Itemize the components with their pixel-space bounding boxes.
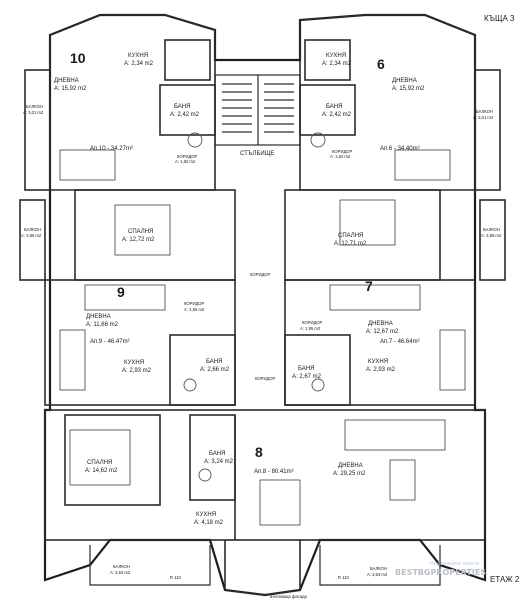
balc6-area: А: 3,01 m2 bbox=[473, 115, 494, 120]
apt-total-10: Ап.10 - 34.27m² bbox=[90, 146, 133, 152]
balc6-name: БАЛКОН bbox=[476, 109, 493, 114]
apt-total-9: Ап.9 - 46.47m² bbox=[90, 339, 130, 345]
apt-total-8: Ап.8 - 80.41m² bbox=[254, 469, 294, 475]
balc10-area: А: 3,01 m2 bbox=[23, 110, 44, 115]
kitchen10-area: А: 2,34 m2 bbox=[124, 61, 154, 67]
bath7-area: А: 2,67 m2 bbox=[292, 374, 322, 380]
balc9-name: БАЛКОН bbox=[24, 227, 41, 232]
balc8b-name: БАЛКОН bbox=[370, 566, 387, 571]
corr6-name: КОРИДОР bbox=[332, 149, 353, 154]
house-title: КЪЩА 3 bbox=[484, 14, 515, 23]
bed7-area: А: 12,71 m2 bbox=[334, 241, 367, 247]
living8-area: А: 29,25 m2 bbox=[333, 471, 366, 477]
kitchen9-name: КУХНЯ bbox=[124, 360, 144, 366]
balc8b-area: А: 3,63 m2 bbox=[367, 572, 388, 577]
apt-number-6: 6 bbox=[377, 56, 385, 72]
living7-area: А: 12,67 m2 bbox=[366, 329, 399, 335]
apt10-walls bbox=[24, 14, 216, 191]
apt8-walls bbox=[44, 409, 486, 596]
bed7-name: СПАЛНЯ bbox=[338, 233, 363, 239]
corr9-name: КОРИДОР bbox=[184, 301, 205, 306]
corr7-name: КОРИДОР bbox=[302, 320, 323, 325]
living6-name: ДНЕВНА bbox=[392, 78, 417, 84]
living10-name: ДНЕВНА bbox=[54, 78, 79, 84]
corr6-area: А: 1,82 m2 bbox=[330, 154, 351, 159]
apt-total-6: Ап.6 - 34.40m² bbox=[380, 146, 420, 152]
balc7-area: А: 3,86 m2 bbox=[481, 233, 502, 238]
kitchen7-name: КУХНЯ bbox=[368, 359, 388, 365]
kitchen6-name: КУХНЯ bbox=[326, 53, 346, 59]
floor-label: ЕТАЖ 2 bbox=[490, 575, 520, 584]
house-outline bbox=[43, 13, 487, 597]
kitchen8-name: КУХНЯ bbox=[196, 512, 216, 518]
bed8-name: СПАЛНЯ bbox=[87, 460, 112, 466]
corr10-area: А: 1,82 m2 bbox=[175, 159, 196, 164]
corridor-label-bottom: КОРИДОР bbox=[255, 376, 276, 381]
corr9-area: А: 2,55 m2 bbox=[184, 307, 205, 312]
kitchen6-area: А: 2,34 m2 bbox=[322, 61, 352, 67]
kitchen8-area: А: 4,18 m2 bbox=[194, 520, 224, 526]
bath6-name: БАНЯ bbox=[326, 104, 342, 110]
furniture bbox=[59, 132, 466, 526]
bed8-area: А: 14,62 m2 bbox=[85, 468, 118, 474]
bath8-name: БАНЯ bbox=[209, 451, 225, 457]
living7-name: ДНЕВНА bbox=[368, 321, 393, 327]
rail-label-right: R 110 bbox=[338, 575, 350, 580]
corridor-label-top: КОРИДОР bbox=[250, 272, 271, 277]
kitchen10-name: КУХНЯ bbox=[128, 53, 148, 59]
apt-number-10: 10 bbox=[70, 50, 86, 66]
bed9-area: А: 12,72 m2 bbox=[122, 237, 155, 243]
apt-number-7: 7 bbox=[365, 278, 373, 294]
bed9-name: СПАЛНЯ bbox=[128, 229, 153, 235]
living9-name: ДНЕВНА bbox=[86, 314, 111, 320]
corr10-name: КОРИДОР bbox=[177, 154, 198, 159]
living6-area: А: 15,92 m2 bbox=[392, 86, 425, 92]
apt6-walls bbox=[299, 14, 501, 191]
living10-area: А: 15,92 m2 bbox=[54, 86, 87, 92]
apt7-walls bbox=[284, 189, 506, 406]
kitchen9-area: А: 2,93 m2 bbox=[122, 368, 152, 374]
rail-label-left: R 110 bbox=[170, 575, 182, 580]
apt9-walls bbox=[19, 189, 236, 406]
watermark-line2: BESTBGPROPERTIES bbox=[395, 568, 486, 577]
bath10-area: А: 2,42 m2 bbox=[170, 112, 200, 118]
apt-number-9: 9 bbox=[117, 284, 125, 300]
bath9-area: А: 2,66 m2 bbox=[200, 367, 230, 373]
corr7-area: А: 1,95 m2 bbox=[300, 326, 321, 331]
stairs-label: СТЪЛБИЩЕ bbox=[240, 151, 274, 157]
stair-hall bbox=[214, 74, 301, 146]
bath8-area: А: 3,24 m2 bbox=[204, 459, 234, 465]
balc10-name: БАЛКОН bbox=[26, 104, 43, 109]
living8-name: ДНЕВНА bbox=[338, 463, 363, 469]
balc9-area: А: 3,86 m2 bbox=[21, 233, 42, 238]
apt-number-8: 8 bbox=[255, 444, 263, 460]
apt-total-7: Ап.7 - 46.64m² bbox=[380, 339, 420, 345]
bath9-name: БАНЯ bbox=[206, 359, 222, 365]
kitchen7-area: А: 2,93 m2 bbox=[366, 367, 396, 373]
bottom-balconies bbox=[89, 545, 441, 586]
bath10-name: БАНЯ bbox=[174, 104, 190, 110]
balc8a-name: БАЛКОН bbox=[113, 564, 130, 569]
bath7-name: БАНЯ bbox=[298, 366, 314, 372]
facade-note: изчезваща фасада bbox=[270, 594, 308, 599]
living9-area: А: 11,66 m2 bbox=[86, 322, 119, 328]
bath6-area: А: 2,42 m2 bbox=[322, 112, 352, 118]
balc7-name: БАЛКОН bbox=[483, 227, 500, 232]
watermark-line1: Недвижими имоти bbox=[430, 561, 479, 567]
balc8a-area: А: 3,63 m2 bbox=[110, 570, 131, 575]
